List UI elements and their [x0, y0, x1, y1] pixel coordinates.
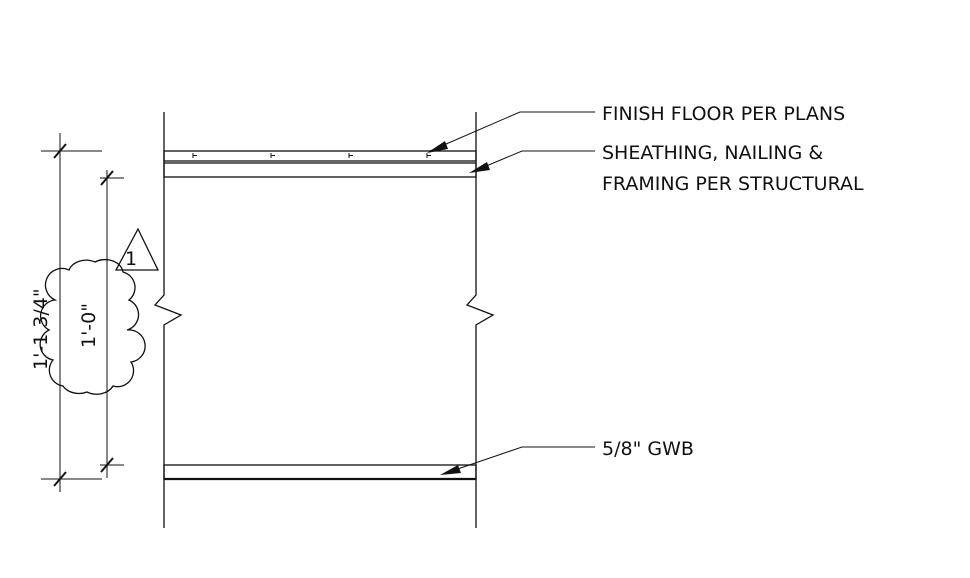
- finish-floor-layer: [163, 150, 477, 162]
- sheathing-layer: [163, 162, 477, 178]
- sheathing-callout-line1: SHEATHING, NAILING &: [602, 142, 823, 164]
- overall-dimension: [41, 133, 102, 492]
- gwb-layer: [163, 464, 477, 481]
- gwb-callout: 5/8" GWB: [602, 438, 694, 460]
- revision-number: 1: [125, 248, 137, 270]
- revision-triangle: [114, 227, 160, 271]
- finish-floor-callout: FINISH FLOOR PER PLANS: [602, 103, 845, 125]
- right-edge-line: [465, 112, 495, 528]
- sheathing-leader: [469, 150, 595, 173]
- overall-dimension-text: 1'-1 3/4": [30, 288, 52, 370]
- gwb-leader: [440, 446, 595, 475]
- inner-dimension: [100, 170, 124, 478]
- finish-floor-leader: [427, 111, 595, 153]
- inner-dimension-text: 1'-0": [78, 303, 100, 348]
- sheathing-callout-line2: FRAMING PER STRUCTURAL: [602, 173, 864, 195]
- revision-cloud: [39, 258, 146, 395]
- left-edge-line: [153, 112, 183, 528]
